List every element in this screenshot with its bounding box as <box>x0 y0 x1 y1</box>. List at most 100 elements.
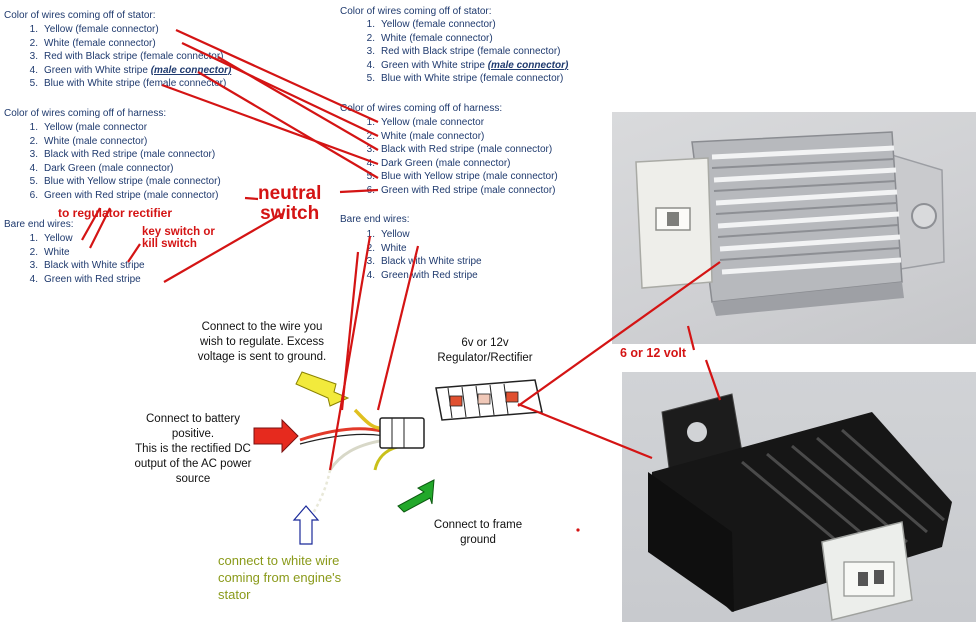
list-item: 5.Blue with White stripe (female connect… <box>355 72 568 86</box>
black-regulator-drawing <box>648 393 952 621</box>
list-item: 1.Yellow <box>18 232 145 246</box>
list-item-number: 2. <box>366 32 375 44</box>
list-item-number: 4. <box>366 269 375 281</box>
list-item-number: 6. <box>29 189 38 201</box>
list-item-number: 1. <box>366 117 375 128</box>
list-item: 4. Green with Red stripe <box>355 269 482 283</box>
list-item: 3. Black with Red stripe (male connector) <box>355 143 558 157</box>
list-item: 4.Dark Green (male connector) <box>18 162 221 176</box>
list-item-text: Black with Red stripe (male connector) <box>381 144 553 156</box>
list-item-emphasis: (male connector) <box>150 64 232 76</box>
list-item-number: 2. <box>29 246 38 258</box>
list-item-text: Green with White stripe <box>44 64 151 76</box>
list-item: 2. White <box>18 246 145 260</box>
white-wire-dashed <box>310 469 332 516</box>
list-item-text: Dark Green (male connector) <box>381 157 511 169</box>
list-item-text: Yellow <box>381 229 410 240</box>
battery-wire-outline <box>299 433 386 445</box>
list-item-number: 4. <box>29 273 38 285</box>
list-item-text: Green with White stripe <box>381 59 488 71</box>
list-item: 2.White (female connector) <box>18 37 231 51</box>
list-item-text: Yellow (male connector <box>381 117 485 128</box>
list-item: 3. Black with Red stripe (male connector) <box>18 148 221 162</box>
list-item: 3. Black with White stripe <box>18 259 145 273</box>
list-item-text: Red with Black stripe (female connector) <box>381 46 561 58</box>
list-item-number: 3. <box>366 144 375 156</box>
list-item-text: Black with Red stripe (male connector) <box>44 149 216 161</box>
list-item-text: Yellow <box>44 233 73 244</box>
list-item-text: White <box>44 246 70 258</box>
left-bare-header: Bare end wires: <box>4 219 74 230</box>
list-item-number: 1. <box>29 122 38 133</box>
list-item: 3. Black with White stripe <box>355 255 482 269</box>
list-item: 4. Green with White stripe (male connecto… <box>355 59 569 73</box>
right-stator-header: Color of wires coming off of stator: <box>340 6 492 17</box>
list-item-number: 2. <box>29 37 38 49</box>
list-item-number: 3. <box>29 51 38 63</box>
left-stator-header: Color of wires coming off of stator: <box>4 10 156 21</box>
list-item-number: 1. <box>366 229 375 240</box>
white-arrow <box>292 505 320 545</box>
list-item-text: White (male connector) <box>44 135 148 147</box>
list-item-number: 4. <box>366 157 375 169</box>
list-item: 2.White <box>355 242 482 256</box>
right-bare-header: Bare end wires: <box>340 214 410 225</box>
list-item: 3. Red with Black stripe (female connecto… <box>355 45 568 59</box>
list-item: 1.Yellow (female connector) <box>18 23 231 37</box>
right-stator-list: 1. Yellow (female connector) 2. White (fema… <box>355 18 569 86</box>
list-item-number: 4. <box>29 64 38 76</box>
list-item-number: 2. <box>366 130 375 142</box>
list-item: 5.Blue with Yellow stripe (male connecto… <box>18 175 221 189</box>
list-item: 1. Yellow (male connector <box>355 116 558 130</box>
list-item: 5. Blue with White stripe (female connect… <box>18 77 231 91</box>
six-or-twelve-volt-label: 6 or 12 volt <box>620 346 686 360</box>
white-wire-segment <box>328 438 386 471</box>
list-item-text: Blue with White stripe (female connector… <box>44 78 227 90</box>
regulator-title: 6v or 12v Regulator/Rectifier <box>437 337 533 364</box>
list-item: 6. Green with Red stripe (male connector) <box>18 189 221 203</box>
list-item-text: Blue with Yellow stripe (male connector) <box>381 171 558 183</box>
list-item: 5. Blue with Yellow stripe (male connecto… <box>355 170 558 184</box>
battery-wire <box>299 427 386 442</box>
list-item-text: Black with White stripe <box>44 260 145 272</box>
list-item-text: Green with Red stripe <box>381 269 478 281</box>
list-item-number: 3. <box>366 256 375 268</box>
list-item: 1. Yellow (male connector <box>18 121 221 135</box>
list-item-number: 2. <box>29 135 38 147</box>
list-item-number: 3. <box>366 46 375 58</box>
silver-regulator-drawing <box>635 131 945 316</box>
list-item-number: 5. <box>366 171 375 183</box>
list-item-number: 5. <box>366 73 375 85</box>
list-item-text: Yellow (female connector) <box>381 19 496 30</box>
right-harness-header: Color of wires coming off of harness: <box>340 103 503 114</box>
list-item-text: Green with Red stripe <box>44 273 141 285</box>
list-item: 4. Green with Red stripe <box>18 273 145 287</box>
list-item-text: Black with White stripe <box>381 256 482 268</box>
list-item-text: Yellow (male connector <box>44 122 148 133</box>
list-item-text: Blue with Yellow stripe (male connector) <box>44 176 221 188</box>
list-item-number: 3. <box>29 260 38 272</box>
to-regulator-rectifier-label: to regulator rectifier <box>58 206 173 220</box>
battery-caption: Connect to battery positive. This is the… <box>134 413 252 485</box>
list-item: 4. Green with White stripe (male connecto… <box>18 64 232 78</box>
list-item-number: 3. <box>29 149 38 161</box>
list-item-text: Green with Red stripe (male connector) <box>381 184 556 196</box>
list-item-number: 1. <box>366 19 375 30</box>
list-item-text: White <box>381 242 407 254</box>
yellow-wire-caption: Connect to the wire you wish to regulate… <box>197 321 327 363</box>
red-arrow <box>253 418 299 454</box>
list-item-text: Dark Green (male connector) <box>44 162 174 174</box>
list-item-text: White (female connector) <box>381 32 493 44</box>
list-item: 1. Yellow <box>355 228 482 242</box>
list-item: 3.Red with Black stripe (female connecto… <box>18 50 231 64</box>
list-item-number: 5. <box>29 78 38 90</box>
left-stator-list: 1.Yellow (female connector)2.White (fema… <box>18 23 232 91</box>
list-item: 2. White (male connector) <box>18 135 221 149</box>
frame-ground-caption: Connect to frame ground <box>433 519 523 546</box>
list-item-text: Green with Red stripe (male connector) <box>44 189 219 201</box>
neutral-switch-label: neutral switch <box>258 183 322 224</box>
list-item-emphasis: (male connector) <box>487 59 569 71</box>
list-item-number: 4. <box>366 59 375 71</box>
